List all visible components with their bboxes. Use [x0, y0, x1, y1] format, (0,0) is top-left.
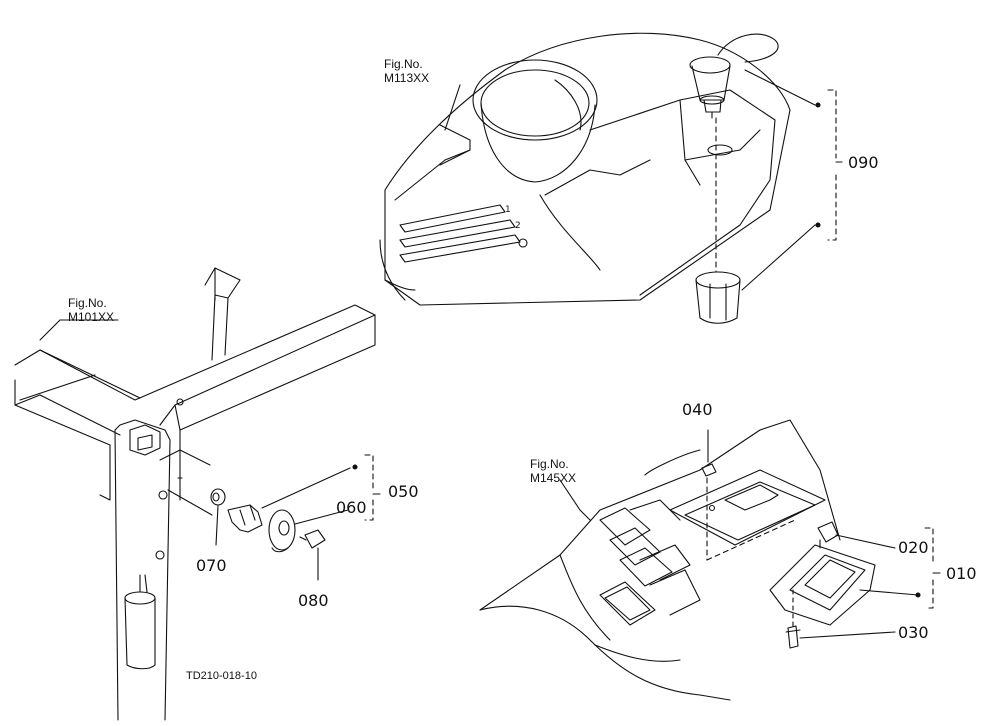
- fig-ref-label: Fig.No.: [384, 57, 423, 71]
- part-label-070: 070: [196, 556, 227, 575]
- fig-ref-m101xx: Fig.No. M101XX: [68, 296, 115, 325]
- gear-slot-3: [399, 234, 521, 263]
- gear-slot-1: [399, 204, 506, 233]
- post-cylinder: [124, 597, 156, 670]
- switch-recess: [669, 469, 826, 546]
- cup-holder-rim: [472, 59, 598, 141]
- part-label-060: 060: [336, 498, 367, 517]
- fig-ref-label: Fig.No.: [530, 457, 569, 471]
- frame-assembly: [14, 267, 376, 721]
- bolt-080: [304, 529, 326, 549]
- screw-030: [787, 625, 799, 649]
- socket-cap: [717, 33, 779, 63]
- fig-ref-number: M101XX: [68, 309, 115, 324]
- socket-sleeve: [695, 279, 741, 324]
- console-cupholder-assembly: 1 2: [379, 32, 816, 324]
- fig-ref-m113xx: Fig.No. M113XX: [384, 57, 430, 86]
- knob-020: [817, 521, 839, 543]
- fig-ref-number: M113XX: [384, 70, 430, 85]
- switch-base: [769, 544, 876, 626]
- part-label-080: 080: [298, 591, 329, 610]
- nut-070: [210, 488, 226, 506]
- power-socket: [691, 65, 731, 101]
- part-label-030: 030: [898, 623, 929, 642]
- nut-040: [701, 463, 717, 477]
- panel-assembly: [479, 419, 941, 701]
- part-label-040: 040: [682, 400, 713, 419]
- fig-ref-label: Fig.No.: [68, 296, 107, 310]
- clamp: [227, 504, 263, 533]
- part-label-090: 090: [848, 153, 879, 172]
- fig-ref-number: M145XX: [530, 470, 577, 485]
- vertical-post: [114, 419, 171, 721]
- svg-text:2: 2: [515, 221, 521, 231]
- part-label-050: 050: [388, 482, 419, 501]
- bracket-090: [815, 89, 843, 241]
- fig-ref-m145xx: Fig.No. M145XX: [530, 457, 577, 486]
- part-label-020: 020: [898, 538, 929, 557]
- svg-text:1: 1: [505, 205, 511, 215]
- washer-060: [268, 509, 296, 551]
- drawing-code: TD210-018-10: [186, 670, 257, 682]
- part-label-010: 010: [946, 564, 977, 583]
- small-parts-050: [177, 454, 381, 581]
- gear-slot-2: [399, 219, 516, 248]
